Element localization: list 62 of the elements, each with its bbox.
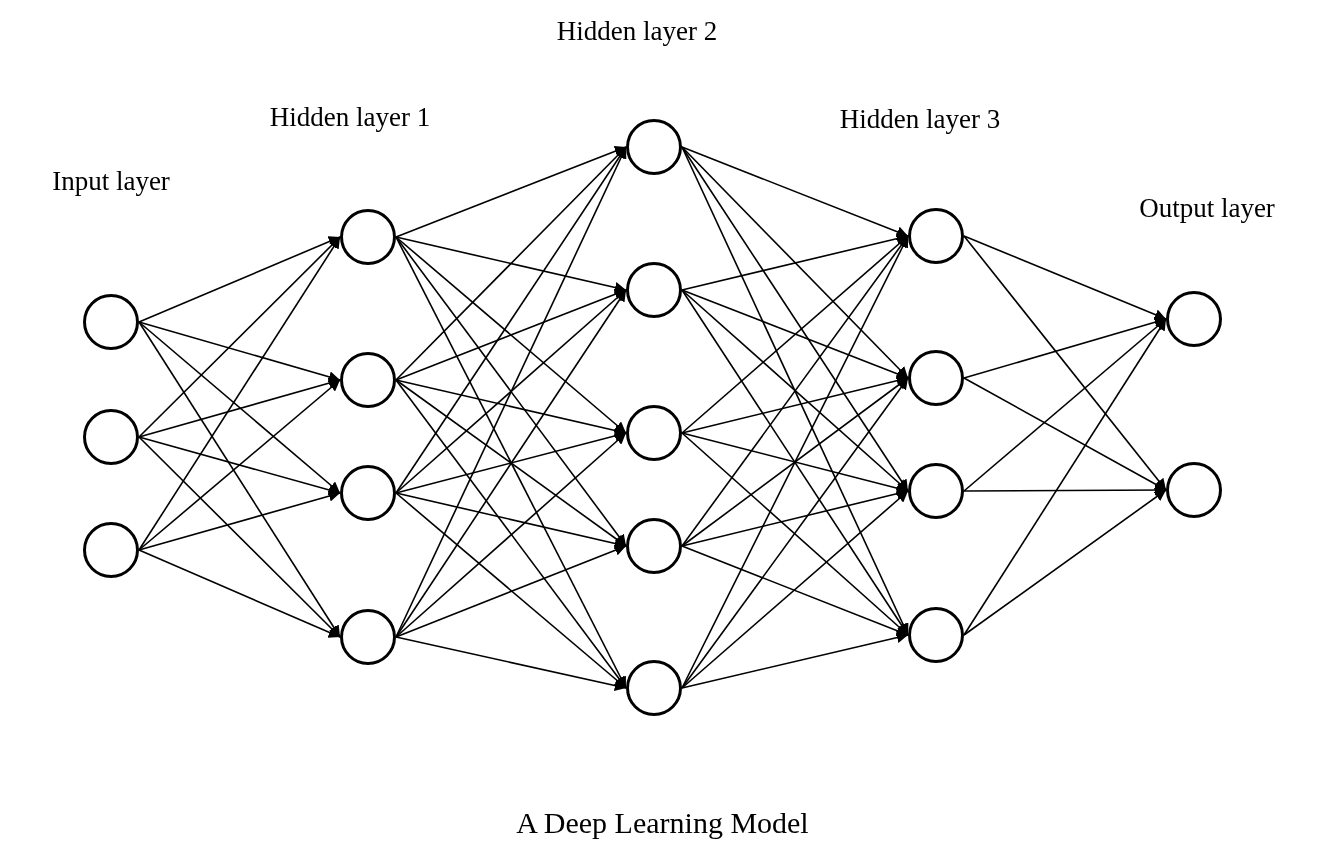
arrow	[681, 233, 909, 291]
neuron-circle	[340, 609, 396, 665]
neuron-circle	[626, 119, 682, 175]
arrow	[681, 146, 909, 379]
neuron-circle	[1166, 291, 1222, 347]
arrow	[138, 490, 341, 551]
arrow	[395, 636, 627, 692]
arrow	[681, 545, 909, 637]
arrow	[681, 490, 909, 689]
arrow	[395, 289, 627, 638]
layer-label: Hidden layer 3	[839, 104, 1001, 135]
arrow	[681, 289, 909, 380]
arrow	[963, 318, 1167, 636]
neuron-circle	[626, 518, 682, 574]
arrow	[138, 377, 341, 438]
neuron-circle	[626, 660, 682, 716]
neuron-circle	[1166, 462, 1222, 518]
neuron-circle	[83, 294, 139, 350]
arrow	[681, 377, 909, 689]
neuron-circle	[908, 208, 964, 264]
neuron-circle	[626, 405, 682, 461]
neuron-circle	[908, 463, 964, 519]
caption: A Deep Learning Model	[516, 806, 809, 840]
layer-label: Output layer	[1139, 193, 1275, 224]
arrow	[681, 375, 909, 434]
arrow	[395, 492, 627, 549]
layer-label: Hidden layer 2	[556, 16, 718, 47]
arrow	[395, 288, 627, 381]
arrow	[963, 235, 1167, 491]
arrow	[395, 430, 627, 494]
arrow	[395, 544, 627, 638]
arrow	[963, 235, 1167, 320]
arrow	[395, 379, 627, 436]
arrow	[963, 489, 1167, 636]
arrow	[395, 236, 627, 293]
neuron-circle	[340, 209, 396, 265]
arrow	[681, 146, 909, 492]
neuron-circle	[908, 350, 964, 406]
arrow	[138, 379, 341, 551]
arrow	[395, 145, 627, 238]
arrow	[963, 377, 1167, 491]
arrow	[681, 146, 909, 238]
arrow	[395, 432, 627, 638]
arrow	[138, 321, 341, 383]
arrow	[138, 549, 341, 638]
arrow	[395, 236, 627, 547]
neuron-circle	[83, 522, 139, 578]
arrow	[963, 316, 1167, 379]
neuron-circle	[340, 352, 396, 408]
arrow	[395, 236, 627, 434]
neuron-circle	[626, 262, 682, 318]
neuron-circle	[83, 409, 139, 465]
arrow	[681, 632, 909, 689]
neuron-circle	[340, 465, 396, 521]
arrow	[138, 321, 341, 494]
arrow	[138, 436, 341, 496]
arrow	[138, 236, 341, 323]
arrow	[681, 488, 909, 547]
neuron-circle	[908, 607, 964, 663]
layer-label: Input layer	[52, 166, 170, 197]
arrow	[681, 432, 909, 494]
layer-label: Hidden layer 1	[269, 102, 431, 133]
